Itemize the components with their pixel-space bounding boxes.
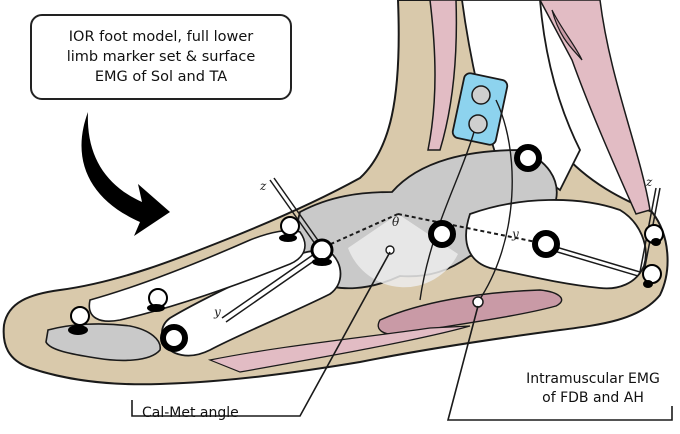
marker-bases xyxy=(68,234,661,335)
marker-met-top xyxy=(280,216,300,236)
heel-y-axis xyxy=(543,243,641,277)
marker-heel-y xyxy=(532,230,560,258)
marker-met-base xyxy=(310,238,334,262)
marker-navicular xyxy=(514,144,542,172)
marker-toe-base xyxy=(160,324,188,352)
calmet-vertex-dot xyxy=(385,245,395,255)
calmet-angle-cone xyxy=(348,214,458,288)
intramuscular-leader-line xyxy=(446,305,673,421)
forefoot-z-axis xyxy=(269,177,323,249)
plantar-muscle-strip xyxy=(207,325,471,373)
axis-y-heel-label: y xyxy=(511,227,519,241)
marker-set xyxy=(70,144,664,352)
theta-label: θ xyxy=(392,215,400,229)
marker-hallux xyxy=(70,306,90,326)
axis-y-fore-label: y xyxy=(213,305,221,319)
calf-muscle-inner xyxy=(551,9,583,61)
forefoot-y-axis xyxy=(221,249,325,323)
marker-heel-lower xyxy=(642,264,662,284)
calmet-leader-line xyxy=(131,251,391,417)
axis-z-heel-label: z xyxy=(645,175,653,189)
model-callout-text: IOR foot model, full lower limb marker s… xyxy=(66,29,256,85)
marker-first-met-head xyxy=(428,220,456,248)
callout-arrow xyxy=(81,112,170,236)
model-callout: IOR foot model, full lower limb marker s… xyxy=(30,14,292,100)
intramuscular-emg-dot xyxy=(472,296,484,308)
metatarsal-upper xyxy=(88,229,306,322)
emg-wire-1 xyxy=(419,131,475,301)
emg-wire-2 xyxy=(477,99,513,303)
tibialis-muscle xyxy=(427,0,458,151)
intramuscular-emg-label: Intramuscular EMG of FDB and AH xyxy=(526,371,660,406)
axis-z-fore-label: z xyxy=(259,179,267,193)
soleus-muscle xyxy=(539,0,651,215)
surface-emg-electrode xyxy=(451,72,509,146)
calmet-angle-label: Cal-Met angle xyxy=(142,405,239,421)
